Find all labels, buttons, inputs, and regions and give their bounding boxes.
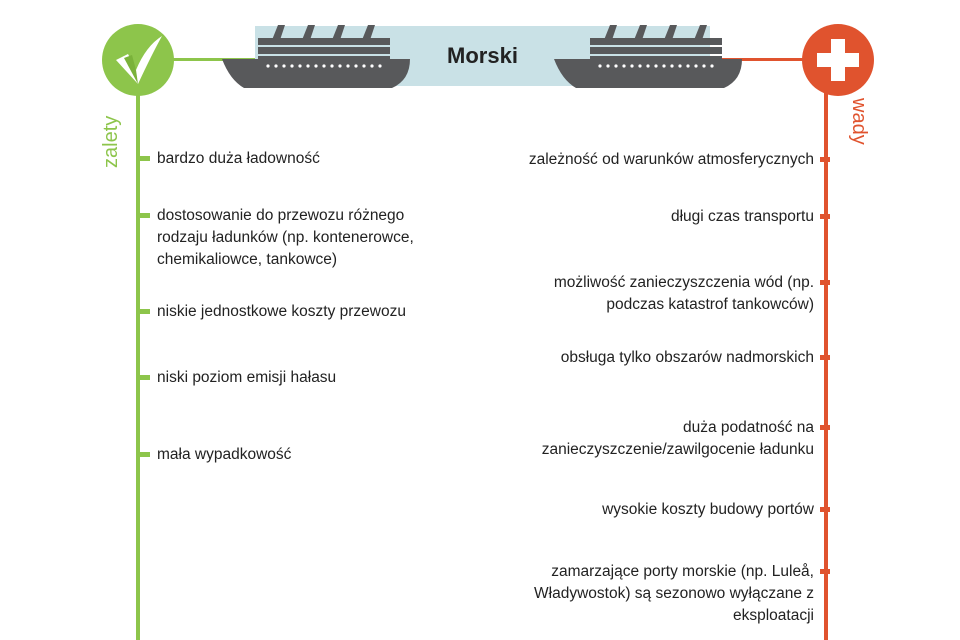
page-title: Morski: [447, 43, 518, 68]
advantage-item: bardzo duża ładowność: [157, 150, 320, 167]
advantage-item: mała wypadkowość: [157, 446, 292, 463]
disadvantages-axis-line: [824, 90, 828, 640]
advantage-item: niski poziom emisji hałasu: [157, 369, 337, 386]
advantages-label: zalety: [100, 115, 122, 168]
advantage-tick: [140, 452, 150, 457]
disadvantage-tick: [820, 214, 830, 219]
disadvantages-badge: [802, 24, 874, 96]
advantage-tick: [140, 375, 150, 380]
disadvantage-tick: [820, 569, 830, 574]
advantages-connector-line: [150, 58, 260, 61]
disadvantage-tick: [820, 280, 830, 285]
disadvantage-item: obsługa tylko obszarów nadmorskich: [560, 349, 814, 366]
disadvantage-tick: [820, 507, 830, 512]
ship-icon: [222, 25, 410, 88]
disadvantage-item: możliwość zanieczyszczenia wód (np. podc…: [553, 274, 814, 313]
disadvantage-item: zamarzające porty morskie (np. Luleå, Wł…: [534, 563, 814, 624]
disadvantage-item: wysokie koszty budowy portów: [602, 501, 814, 518]
advantage-tick: [140, 309, 150, 314]
disadvantages-label: wady: [848, 98, 870, 145]
advantages-badge: [102, 24, 174, 96]
advantages-axis-line: [136, 90, 140, 640]
checkmark-icon: [116, 36, 162, 84]
advantage-item: dostosowanie do przewozu różnego rodzaju…: [157, 207, 414, 268]
disadvantage-tick: [820, 157, 830, 162]
plus-icon: [817, 39, 859, 81]
advantage-tick: [140, 213, 150, 218]
disadvantage-tick: [820, 425, 830, 430]
disadvantage-item: duża podatność na zanieczyszczenie/zawil…: [541, 419, 814, 458]
disadvantage-item: długi czas transportu: [670, 208, 814, 225]
disadvantage-item: zależność od warunków atmosferycznych: [528, 151, 814, 168]
advantage-item: niskie jednostkowe koszty przewozu: [157, 303, 406, 320]
disadvantage-tick: [820, 355, 830, 360]
advantage-tick: [140, 156, 150, 161]
ship-icon: [554, 25, 742, 88]
disadvantages-connector-line: [700, 58, 815, 61]
